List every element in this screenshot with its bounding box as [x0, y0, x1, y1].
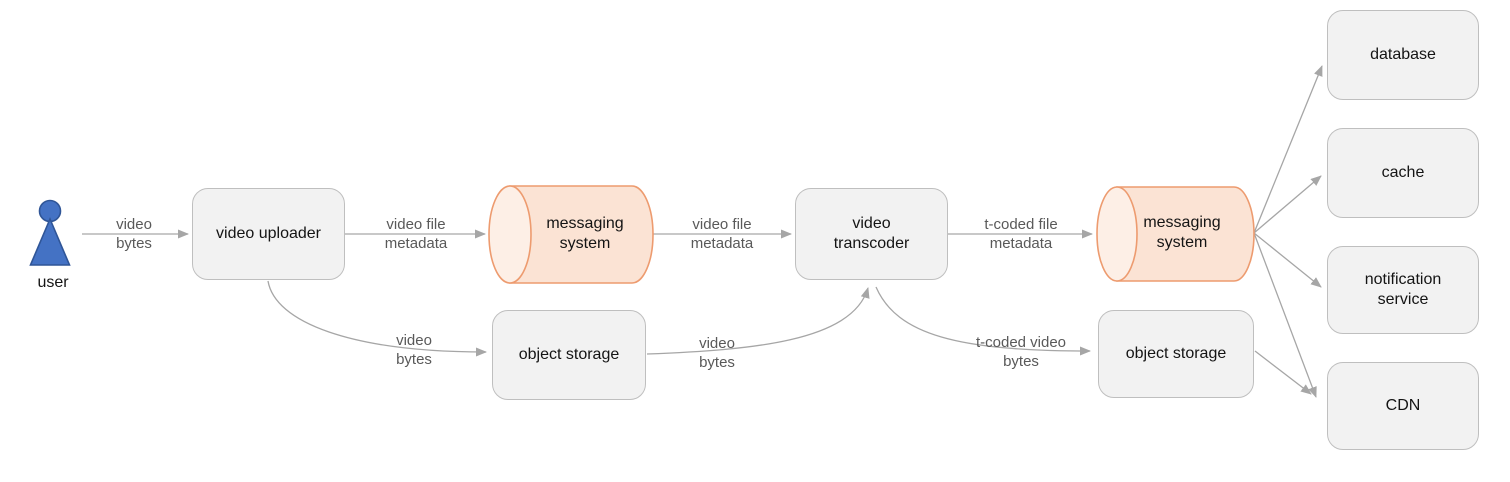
node-cache-label: cache	[1381, 164, 1425, 181]
node-object-storage-2: object storage	[1098, 310, 1254, 398]
messaging-system-2-cylinder	[1096, 186, 1255, 282]
node-object-storage-2-label: object storage	[1125, 345, 1227, 362]
node-database: database	[1327, 10, 1479, 100]
node-object-storage-1: object storage	[492, 310, 646, 400]
node-notification-service: notification service	[1327, 246, 1479, 334]
edge-label-object-storage-1-to-video-transcoder: video bytes	[699, 335, 735, 371]
edge-object-storage-2-to-cdn	[1254, 350, 1312, 395]
edge-messaging-system-2-to-cache	[1253, 175, 1322, 234]
edge-label-user-to-video-uploader: video bytes	[116, 216, 152, 252]
node-notification-service-label: notification service	[1364, 271, 1442, 308]
node-messaging-system-2-label: messaging system	[1143, 214, 1221, 251]
edge-video-transcoder-to-object-storage-2	[875, 286, 1091, 356]
node-database-label: database	[1370, 46, 1436, 63]
messaging-system-1-cylinder	[488, 185, 654, 284]
edge-label-video-uploader-to-object-storage-1: video bytes	[396, 332, 432, 368]
edge-label-video-transcoder-to-object-storage-2: t-coded video bytes	[975, 334, 1067, 370]
user-person-icon	[29, 199, 71, 266]
node-user-label: user	[37, 274, 69, 291]
edge-label-video-uploader-to-messaging-system-1: video file metadata	[384, 216, 448, 252]
node-video-transcoder-label: video transcoder	[833, 215, 910, 252]
node-video-uploader: video uploader	[192, 188, 345, 280]
edge-messaging-system-2-to-database	[1253, 65, 1323, 234]
node-cdn: CDN	[1327, 362, 1479, 450]
edge-object-storage-1-to-video-transcoder	[646, 287, 870, 355]
edge-label-video-transcoder-to-messaging-system-2: t-coded file metadata	[984, 216, 1058, 252]
node-messaging-system-1-label: messaging system	[546, 215, 624, 252]
node-cache: cache	[1327, 128, 1479, 218]
node-video-transcoder: video transcoder	[795, 188, 948, 280]
edge-video-uploader-to-object-storage-1	[267, 280, 487, 357]
edge-messaging-system-2-to-cdn	[1253, 232, 1317, 398]
node-video-uploader-label: video uploader	[216, 225, 321, 242]
node-cdn-label: CDN	[1385, 397, 1421, 414]
edge-messaging-system-2-to-notification-service	[1253, 232, 1322, 288]
node-object-storage-1-label: object storage	[518, 346, 620, 363]
edge-label-messaging-system-1-to-video-transcoder: video file metadata	[690, 216, 754, 252]
